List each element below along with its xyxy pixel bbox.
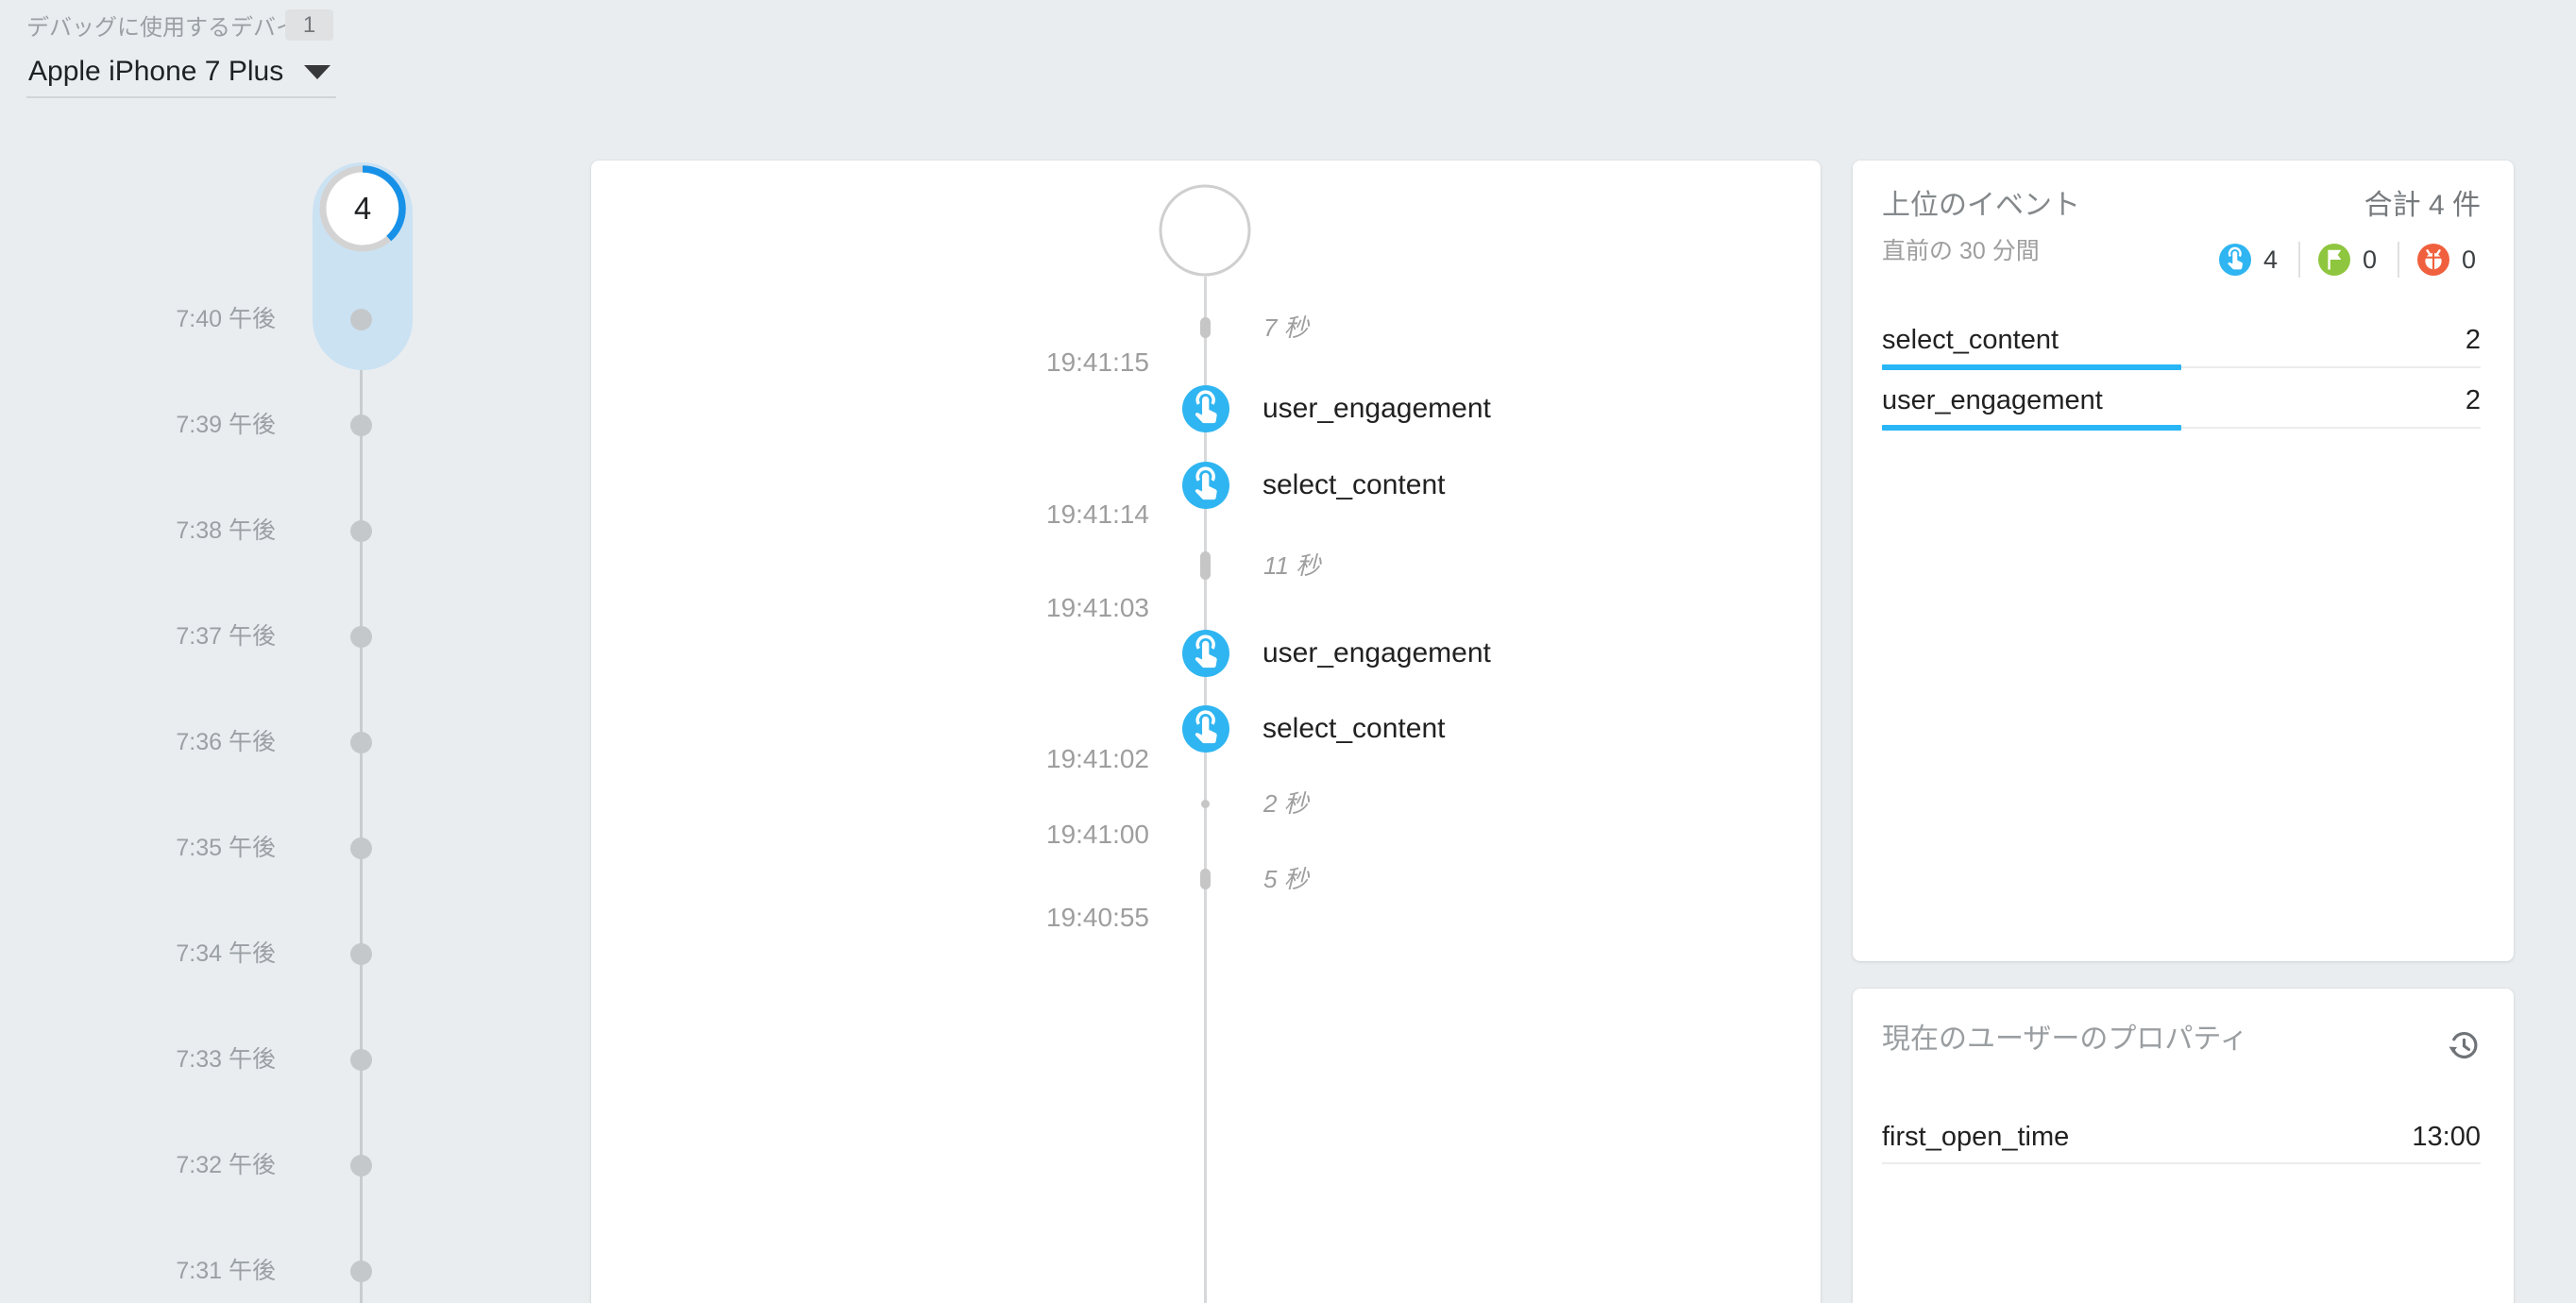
device-count-badge: 1 bbox=[285, 9, 333, 41]
minute-tick-label[interactable]: 7:31 午後 bbox=[176, 1258, 276, 1284]
top-events-total: 合計 4 件 bbox=[2364, 190, 2481, 221]
stream-timestamp: 19:41:03 bbox=[1046, 593, 1149, 622]
event-row-bar bbox=[1882, 364, 2181, 370]
minute-tick-dot[interactable] bbox=[350, 1049, 372, 1071]
event-type-counters: 4 0 0 bbox=[2219, 242, 2479, 278]
event-item[interactable]: select_content bbox=[1182, 705, 1445, 753]
event-item[interactable]: select_content bbox=[1182, 462, 1445, 509]
event-row-name: select_content bbox=[1882, 325, 2059, 355]
touch-icon bbox=[1182, 462, 1229, 509]
minute-tick-label[interactable]: 7:32 午後 bbox=[176, 1152, 276, 1178]
dropdown-caret-icon bbox=[304, 65, 330, 79]
event-label: select_content bbox=[1263, 713, 1446, 744]
bug-icon bbox=[2417, 244, 2449, 276]
event-row-count: 2 bbox=[2465, 325, 2481, 355]
stream-line bbox=[1204, 277, 1207, 1303]
minute-tick-label[interactable]: 7:38 午後 bbox=[176, 517, 276, 544]
minute-progress-ring[interactable] bbox=[316, 162, 409, 255]
minute-tick-dot[interactable] bbox=[350, 838, 372, 859]
event-row-count: 2 bbox=[2465, 385, 2481, 415]
minute-tick-label[interactable]: 7:34 午後 bbox=[176, 940, 276, 967]
device-select-underline bbox=[26, 96, 336, 98]
event-item[interactable]: user_engagement bbox=[1182, 630, 1491, 677]
touch-icon bbox=[1182, 385, 1229, 432]
property-value: 13:00 bbox=[2412, 1122, 2481, 1152]
minute-timeline-line bbox=[360, 251, 363, 1303]
minute-tick-label[interactable]: 7:35 午後 bbox=[176, 835, 276, 861]
event-row-bar bbox=[1882, 425, 2181, 431]
stream-timestamp: 19:41:00 bbox=[1046, 820, 1149, 849]
gap-label: 2 秒 bbox=[1263, 789, 1309, 818]
flag-icon bbox=[2318, 244, 2350, 276]
user-properties-card: 現在のユーザーのプロパティ first_open_time 13:00 bbox=[1853, 989, 2514, 1303]
counter-value: 4 bbox=[2263, 245, 2279, 274]
stream-timestamp: 19:41:14 bbox=[1046, 499, 1149, 529]
gap-label: 11 秒 bbox=[1263, 551, 1321, 580]
device-name: Apple iPhone 7 Plus bbox=[28, 56, 284, 87]
debug-device-label: デバッグに使用するデバイス bbox=[26, 15, 321, 41]
minute-tick-label[interactable]: 7:40 午後 bbox=[176, 306, 276, 332]
stream-start-circle bbox=[1159, 184, 1251, 277]
counter-value: 0 bbox=[2462, 245, 2477, 274]
minute-tick-dot[interactable] bbox=[350, 732, 372, 753]
counter-divider bbox=[2298, 242, 2300, 278]
touch-icon bbox=[1182, 630, 1229, 677]
gap-label: 7 秒 bbox=[1263, 313, 1309, 342]
minute-tick-label[interactable]: 7:33 午後 bbox=[176, 1046, 276, 1073]
minute-tick-dot[interactable] bbox=[350, 1261, 372, 1282]
event-row-bar-track bbox=[1882, 366, 2481, 368]
event-item[interactable]: user_engagement bbox=[1182, 385, 1491, 432]
minute-tick-label[interactable]: 7:36 午後 bbox=[176, 729, 276, 755]
gap-marker bbox=[1200, 799, 1210, 808]
stream-timestamp: 19:41:02 bbox=[1046, 744, 1149, 773]
minute-tick-dot[interactable] bbox=[350, 1155, 372, 1176]
history-icon[interactable] bbox=[2444, 1026, 2482, 1064]
event-label: user_engagement bbox=[1263, 393, 1491, 424]
minute-tick-dot[interactable] bbox=[350, 626, 372, 648]
property-row: first_open_time 13:00 bbox=[1882, 1111, 2481, 1164]
event-row[interactable]: user_engagement 2 bbox=[1882, 380, 2481, 440]
property-name: first_open_time bbox=[1882, 1122, 2070, 1152]
touch-icon bbox=[1182, 705, 1229, 753]
event-row-bar-track bbox=[1882, 427, 2481, 429]
minute-tick-dot[interactable] bbox=[350, 415, 372, 436]
gap-marker bbox=[1199, 317, 1211, 338]
time-window-label: 直前の 30 分間 bbox=[1882, 238, 2040, 264]
bubble-count: 4 bbox=[353, 191, 372, 226]
touch-icon bbox=[2219, 244, 2251, 276]
minute-tick-label[interactable]: 7:37 午後 bbox=[176, 623, 276, 650]
top-events-title: 上位のイベント bbox=[1882, 190, 2080, 221]
user-properties-title: 現在のユーザーのプロパティ bbox=[1882, 1024, 2248, 1055]
top-events-card: 上位のイベント 合計 4 件 直前の 30 分間 4 0 0 select_cont… bbox=[1853, 161, 2514, 961]
stream-timestamp: 19:40:55 bbox=[1046, 903, 1149, 932]
gap-marker bbox=[1199, 551, 1211, 580]
event-row-name: user_engagement bbox=[1882, 385, 2103, 415]
counter-value: 0 bbox=[2363, 245, 2378, 274]
gap-marker bbox=[1199, 869, 1211, 889]
counter-divider bbox=[2398, 242, 2399, 278]
event-label: user_engagement bbox=[1263, 637, 1491, 668]
event-label: select_content bbox=[1263, 469, 1446, 500]
minute-tick-dot[interactable] bbox=[350, 309, 372, 330]
minute-tick-dot[interactable] bbox=[350, 943, 372, 965]
device-select[interactable]: Apple iPhone 7 Plus bbox=[0, 51, 349, 94]
stream-timestamp: 19:41:15 bbox=[1046, 347, 1149, 377]
event-row[interactable]: select_content 2 bbox=[1882, 319, 2481, 380]
gap-label: 5 秒 bbox=[1263, 865, 1309, 893]
minute-tick-dot[interactable] bbox=[350, 520, 372, 542]
minute-tick-label[interactable]: 7:39 午後 bbox=[176, 412, 276, 438]
